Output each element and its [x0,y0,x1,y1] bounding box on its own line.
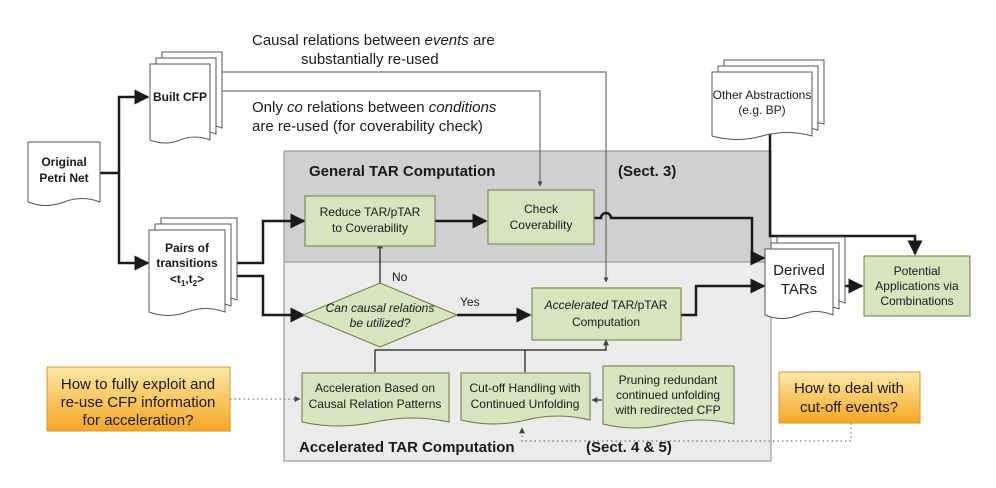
co-reuse-note-line2: are re-used (for coverability check) [252,118,483,135]
svg-text:Pruning redundant: Pruning redundant [619,373,718,387]
svg-text:Accelerated TAR/pTAR: Accelerated TAR/pTAR [544,298,668,312]
svg-text:(e.g. BP): (e.g. BP) [738,103,785,117]
svg-text:Pairs of: Pairs of [165,241,210,255]
arrow-check-to-derived [594,211,766,266]
svg-text:Combinations: Combinations [880,294,953,308]
cutoff-continued-unfolding-doc: Cut-off Handling with Continued Unfoldin… [460,372,591,425]
svg-text:Petri Net: Petri Net [39,171,88,185]
other-abstractions-document: Other Abstractions (e.g. BP) [711,59,825,140]
svg-text:Original: Original [41,155,86,169]
arrow-cfp-co-to-check [210,90,543,187]
arrow-other-to-potential [768,130,923,256]
svg-text:cut-off events?: cut-off events? [800,399,898,416]
question-cutoff-events: How to deal with cut-off events? [778,371,921,424]
causal-relations-decision: Can causal relations be utilized? [301,282,459,348]
built-cfp-document: Built CFP [149,51,223,144]
svg-text:with redirected CFP: with redirected CFP [614,403,720,417]
events-reuse-note-line1: Causal relations between events are [252,32,495,49]
svg-text:re-use CFP information: re-use CFP information [61,394,216,411]
svg-text:to Coverability: to Coverability [332,221,408,235]
svg-text:Check: Check [524,202,559,216]
derived-tars-document: Derived TARs [764,236,846,319]
reduce-to-coverability-box: Reduce TAR/pTAR to Coverability [304,195,436,247]
svg-text:How to deal with: How to deal with [794,380,904,397]
acceleration-causal-patterns-doc: Acceleration Based on Causal Relation Pa… [301,372,450,427]
svg-text:Coverability: Coverability [510,218,573,232]
arrow-accelerated-to-derived [681,278,766,317]
decision-yes-label: Yes [460,295,480,309]
accelerated-section-ref: (Sect. 4 & 5) [586,439,672,456]
pruning-redirected-cfp-doc: Pruning redundant continued unfolding wi… [602,365,735,429]
arrow-original-to-pairs [117,173,150,271]
svg-text:How to fully exploit and: How to fully exploit and [61,376,215,393]
svg-text:Causal Relation Patterns: Causal Relation Patterns [309,397,442,411]
svg-text:Other Abstractions: Other Abstractions [713,88,812,102]
built-cfp-label: Built CFP [153,90,207,104]
svg-text:Can causal relations: Can causal relations [326,301,435,315]
decision-no-label: No [392,270,408,284]
pairs-notation: <t1,t2> [170,272,204,288]
dotted-link-q2-to-cutoff [519,423,852,442]
svg-text:transitions: transitions [156,256,218,270]
arrow-pairs-to-decision [225,274,306,323]
accelerated-section-title: Accelerated TAR Computation [299,439,515,456]
svg-text:Derived: Derived [773,262,825,279]
accelerated-tar-computation-box: Accelerated TAR/pTAR Computation [531,287,682,341]
svg-text:Continued Unfolding: Continued Unfolding [471,397,580,411]
svg-text:be utilized?: be utilized? [350,316,411,330]
original-petri-net-document: Original Petri Net [27,141,101,206]
arrow-original-to-built-cfp [100,89,150,175]
general-section-title: General TAR Computation [309,163,495,180]
arrow-acceleration-to-accelerated [374,339,609,372]
svg-text:Reduce TAR/pTAR: Reduce TAR/pTAR [320,205,421,219]
events-reuse-note-line2: substantially re-used [301,51,439,68]
question-exploit-cfp: How to fully exploit and re-use CFP info… [46,366,231,432]
arrow-pairs-to-reduce [225,213,306,265]
svg-text:continued unfolding: continued unfolding [616,388,720,402]
check-coverability-box: Check Coverability [487,189,595,245]
co-reuse-note-line1: Only co relations between conditions [252,99,497,116]
svg-text:Potential: Potential [894,264,941,278]
svg-text:Cut-off Handling with: Cut-off Handling with [469,381,580,395]
svg-text:Computation: Computation [572,315,640,329]
svg-text:Applications via: Applications via [875,279,959,293]
svg-text:for acceleration?: for acceleration? [83,412,194,429]
svg-text:Acceleration Based on: Acceleration Based on [315,381,435,395]
potential-applications-box: Potential Applications via Combinations [863,255,971,317]
pairs-of-transitions-document: Pairs of transitions <t1,t2> [148,217,238,316]
svg-text:TARs: TARs [781,281,817,298]
general-section-ref: (Sect. 3) [618,163,676,180]
accelerated-tar-section [283,261,772,462]
